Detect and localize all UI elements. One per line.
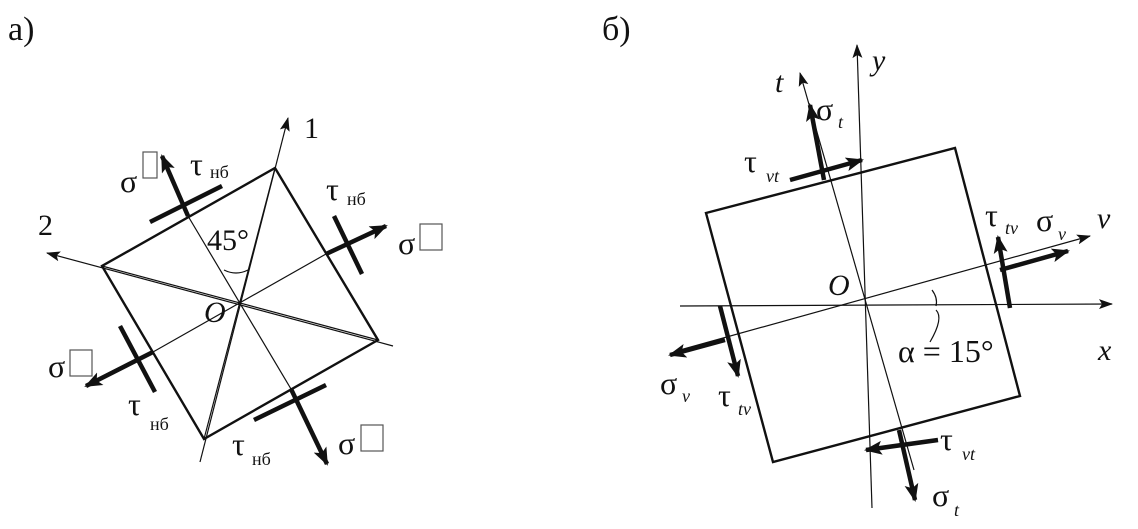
tau-bar-bottom-right: [253, 382, 327, 423]
panel-a-label: а): [8, 11, 34, 48]
tau-nut-arrow-top: [789, 157, 864, 183]
sigma-label-bottom-right: σ: [338, 425, 355, 461]
angle-15-label: α = 15°: [898, 333, 994, 369]
tau-nut-arrow-bottom: [864, 437, 939, 455]
panel-b-square: [704, 146, 1022, 464]
sigma-nu-arrow-left: [668, 337, 726, 358]
axis-2-label: 2: [38, 209, 53, 242]
tau-sub-bottom-left: нб: [150, 414, 169, 434]
sigma-label-top-right: σ: [398, 225, 415, 261]
angle-leader: [929, 309, 940, 343]
missing-glyph-box-bottom-right: [360, 424, 384, 452]
tau-nut-sub-top: νt: [766, 166, 780, 186]
x-axis-label: x: [1097, 334, 1112, 367]
nu-axis-label: ν: [1097, 202, 1111, 235]
tau-label-top-left: τ: [190, 146, 203, 182]
y-axis-line: [852, 44, 873, 509]
sigma-nu-arrow-right: [999, 248, 1070, 273]
sigma-arrow-top-right: [325, 223, 388, 257]
tau-label-bottom-left: τ: [128, 386, 141, 422]
origin-b-label: O: [828, 269, 850, 302]
sigma-label-bottom-left: σ: [48, 348, 65, 384]
t-axis-label: t: [775, 66, 784, 99]
tau-sub-top-left: нб: [210, 162, 229, 182]
sigma-t-arrow-top: [806, 103, 827, 181]
sigma-arrow-bottom-left: [84, 349, 155, 389]
t-axis-line: [798, 72, 915, 471]
sigma-nu-sub-right: ν: [1058, 224, 1066, 244]
missing-glyph-box-top-right: [419, 223, 443, 251]
tau-nut-label-top: τ: [744, 143, 757, 179]
tau-nut-sub-bottom: νt: [962, 444, 976, 464]
sigma-t-arrow-bottom: [896, 429, 919, 502]
tau-label-bottom-right: τ: [232, 426, 245, 462]
sigma-nu-sub-left: ν: [682, 386, 690, 406]
nu-axis-line: [679, 234, 1091, 351]
tau-tnu-sub-right: tν: [1005, 218, 1018, 238]
panel-b-label: б): [602, 11, 631, 48]
sigma-nu-label-left: σ: [660, 365, 677, 401]
tau-nut-label-bottom: τ: [940, 421, 953, 457]
angle-arc-15: [931, 289, 938, 307]
sigma-nu-label-right: σ: [1036, 202, 1053, 238]
tau-sub-top-right: нб: [347, 189, 366, 209]
x-axis-line: [679, 299, 1113, 310]
axis-1-label: 1: [304, 112, 319, 145]
tau-tnu-label-right: τ: [985, 197, 998, 233]
sigma-label-top-left: σ: [120, 163, 137, 199]
tau-tnu-arrow-left: [717, 305, 741, 378]
axis-2-line: [46, 251, 394, 347]
tau-tnu-arrow-right: [993, 235, 1013, 309]
tau-tnu-sub-left: tν: [738, 399, 751, 419]
sigma-t-sub-bottom: t: [954, 500, 960, 520]
midline-2: [152, 253, 327, 353]
tau-sub-bottom-right: нб: [252, 449, 271, 469]
missing-glyph-box-bottom-left: [69, 349, 93, 377]
sigma-t-label-bottom: σ: [932, 477, 949, 513]
tau-bar-top-left: [148, 183, 224, 225]
sigma-t-sub-top: t: [838, 112, 844, 132]
missing-glyph-box-top-left: [142, 151, 158, 179]
tau-bar-top-right: [331, 215, 365, 275]
panel-a: а) 1 2 45° O σ τ нб τ нб σ: [8, 11, 443, 469]
panel-b: б) x y t ν O α = 15° σ t τ νt τ νt σ: [602, 11, 1113, 520]
origin-a-label: O: [204, 296, 226, 329]
tau-tnu-label-left: τ: [718, 377, 731, 413]
sigma-t-label-top: σ: [816, 91, 833, 127]
angle-arc-45: [223, 269, 249, 274]
tau-label-top-right: τ: [326, 171, 339, 207]
tau-bar-bottom-left: [118, 324, 157, 394]
angle-45-label: 45°: [207, 224, 249, 257]
y-axis-label: y: [869, 44, 886, 77]
